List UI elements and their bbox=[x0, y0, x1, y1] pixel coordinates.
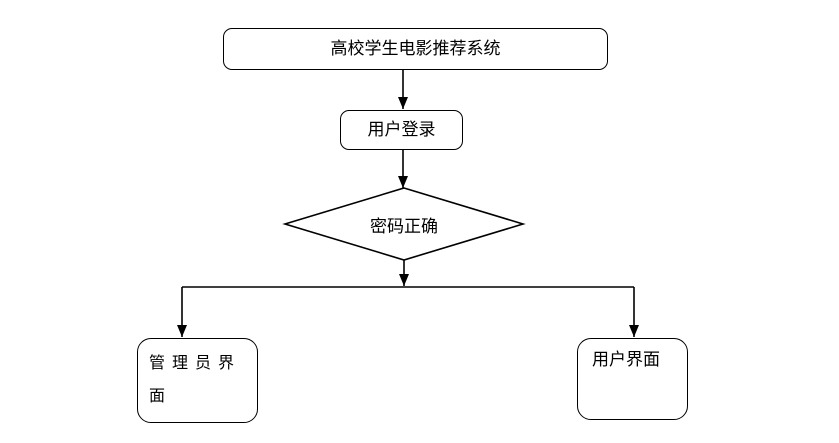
node-decision: 密码正确 bbox=[285, 192, 523, 256]
node-admin: 管理员界面 bbox=[137, 338, 258, 423]
node-admin-label: 管理员界面 bbox=[149, 355, 242, 405]
node-login: 用户登录 bbox=[340, 110, 463, 150]
node-system: 高校学生电影推荐系统 bbox=[223, 28, 608, 70]
node-decision-label: 密码正确 bbox=[370, 216, 438, 236]
node-user-label: 用户界面 bbox=[592, 350, 660, 369]
node-login-label: 用户登录 bbox=[367, 120, 436, 140]
node-system-label: 高校学生电影推荐系统 bbox=[330, 39, 501, 59]
node-user: 用户界面 bbox=[577, 338, 688, 420]
